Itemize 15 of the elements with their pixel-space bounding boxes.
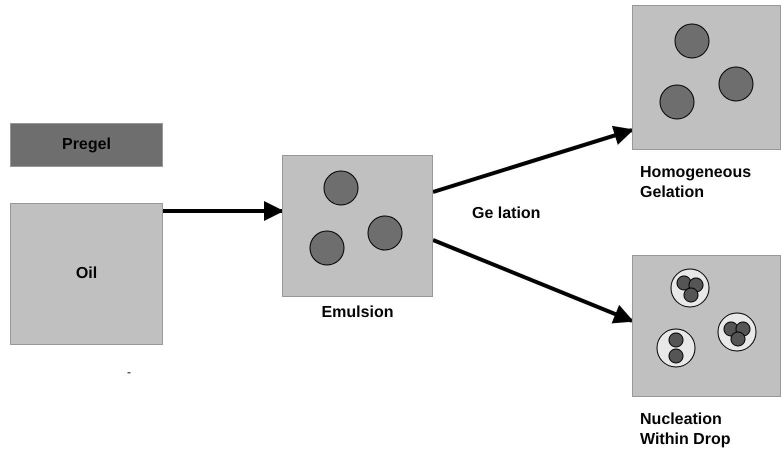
box-label: Pregel (62, 136, 111, 154)
sample-box (632, 5, 781, 150)
sample-box (632, 255, 781, 397)
box-caption: Nucleation Within Drop (640, 410, 732, 450)
sample-box (282, 155, 433, 297)
box-caption: Homogeneous Gelation (640, 163, 752, 203)
box-label: Oil (76, 265, 98, 283)
box-caption: Emulsion (320, 303, 394, 323)
arrow (432, 238, 634, 324)
arrow (163, 201, 284, 221)
process-label: Ge lation (472, 204, 540, 224)
material-box (10, 123, 163, 167)
note-text: - (127, 364, 131, 381)
arrow (432, 126, 634, 194)
material-box (10, 203, 163, 345)
